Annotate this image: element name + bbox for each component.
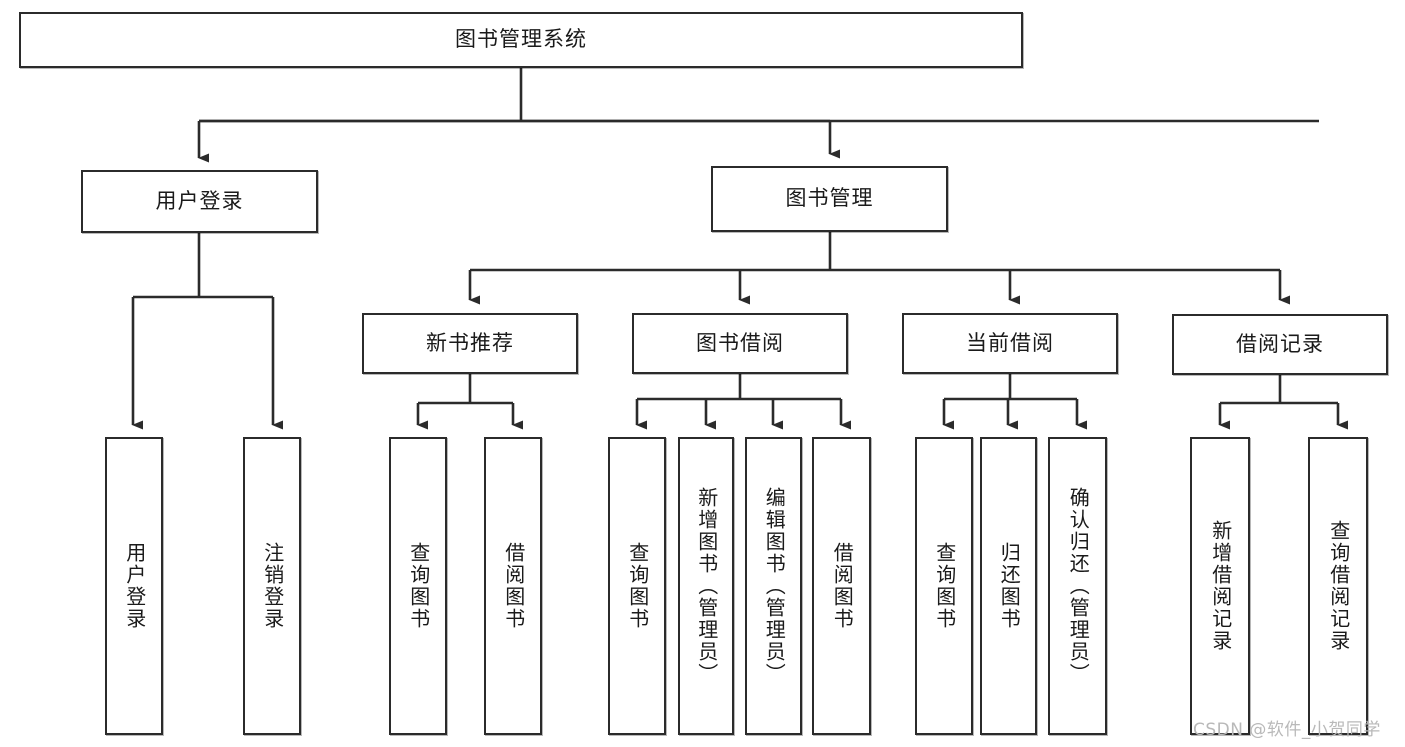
node-label: 借阅图书 xyxy=(830,542,855,630)
node-label: 借阅记录 xyxy=(1236,331,1324,356)
node-label: 新书推荐 xyxy=(426,330,514,355)
node-label: 查询图书 xyxy=(625,542,650,630)
node-root-system[interactable]: 图书管理系统 xyxy=(19,12,1023,68)
node-label: 图书管理系统 xyxy=(455,27,587,52)
csdn-watermark: CSDN @软件_小贺同学 xyxy=(1193,720,1381,740)
leaf-record-add-record[interactable]: 新增借阅记录 xyxy=(1190,437,1250,735)
node-book-borrow[interactable]: 图书借阅 xyxy=(632,313,848,374)
leaf-newbook-query-book[interactable]: 查询图书 xyxy=(389,437,447,735)
node-label: 当前借阅 xyxy=(966,330,1054,355)
node-label: 注销登录 xyxy=(260,542,285,630)
node-user-login[interactable]: 用户登录 xyxy=(81,170,318,233)
node-label: 查询图书 xyxy=(932,542,957,630)
leaf-borrow-borrow-book[interactable]: 借阅图书 xyxy=(812,437,871,735)
node-label: 用户登录 xyxy=(155,188,244,213)
node-label: 新增借阅记录 xyxy=(1208,520,1233,652)
node-label: 查询借阅记录 xyxy=(1326,520,1351,652)
leaf-newbook-borrow-book[interactable]: 借阅图书 xyxy=(484,437,542,735)
node-label: 图书借阅 xyxy=(696,330,784,355)
leaf-logout-login[interactable]: 注销登录 xyxy=(243,437,301,735)
leaf-current-query-book[interactable]: 查询图书 xyxy=(915,437,973,735)
node-label: 借阅图书 xyxy=(501,542,526,630)
node-label: 查询图书 xyxy=(406,542,431,630)
node-label: 图书管理 xyxy=(785,186,874,211)
leaf-current-return-book[interactable]: 归还图书 xyxy=(980,437,1037,735)
node-label: 编辑图书（管理员） xyxy=(762,487,787,685)
leaf-borrow-query-book[interactable]: 查询图书 xyxy=(608,437,666,735)
node-new-book-recommend[interactable]: 新书推荐 xyxy=(362,313,578,374)
leaf-borrow-add-book-admin[interactable]: 新增图书（管理员） xyxy=(678,437,734,735)
node-label: 确认归还（管理员） xyxy=(1066,487,1091,685)
node-book-management[interactable]: 图书管理 xyxy=(711,166,948,232)
node-label: 归还图书 xyxy=(997,542,1022,630)
leaf-user-login[interactable]: 用户登录 xyxy=(105,437,163,735)
leaf-record-query-record[interactable]: 查询借阅记录 xyxy=(1308,437,1368,735)
node-current-borrow[interactable]: 当前借阅 xyxy=(902,313,1118,374)
node-label: 用户登录 xyxy=(122,542,147,630)
leaf-borrow-edit-book-admin[interactable]: 编辑图书（管理员） xyxy=(745,437,802,735)
node-label: 新增图书（管理员） xyxy=(694,487,719,685)
node-borrow-record[interactable]: 借阅记录 xyxy=(1172,314,1388,375)
leaf-current-confirm-return-admin[interactable]: 确认归还（管理员） xyxy=(1048,437,1107,735)
